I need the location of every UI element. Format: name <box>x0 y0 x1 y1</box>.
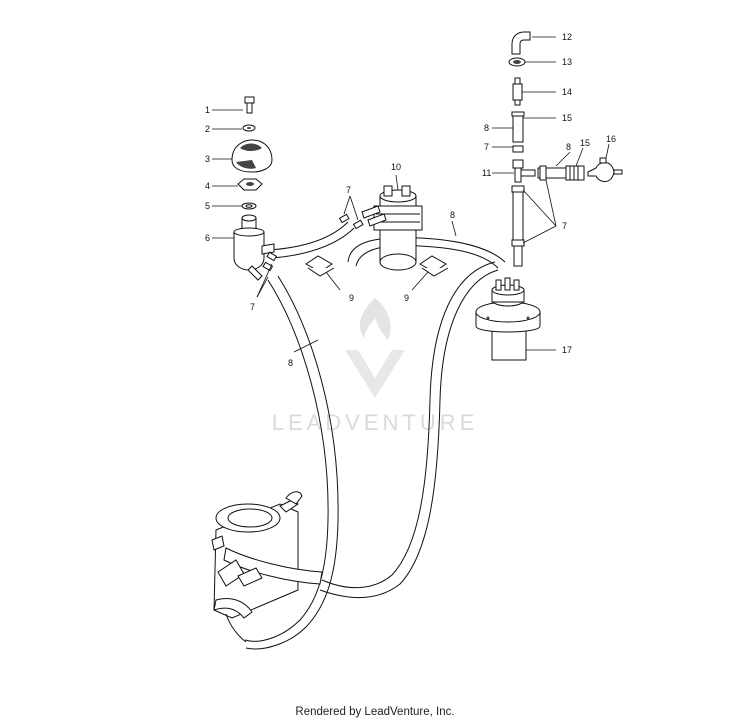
callout-4: 4 <box>205 181 210 191</box>
callout-12: 12 <box>562 32 572 42</box>
callout-13: 13 <box>562 57 572 67</box>
part-15-fitting-side <box>565 165 585 181</box>
callout-6: 6 <box>205 233 210 243</box>
part-17-tank-pickup <box>475 277 541 361</box>
part-8-vent-hose-side <box>537 165 567 181</box>
part-6-fuel-pump <box>233 214 275 281</box>
callout-16: 16 <box>606 134 616 144</box>
part-8-vent-hose-upper <box>511 111 525 143</box>
part-5-washer <box>241 202 257 210</box>
watermark-flame-icon <box>359 298 391 340</box>
hose-long-right <box>319 261 499 598</box>
callout-10: 10 <box>391 162 401 172</box>
carburetor-assembly <box>211 491 323 643</box>
part-4-nut <box>237 178 263 191</box>
callout-8-long-hose: 8 <box>288 358 293 368</box>
part-12-elbow <box>511 31 531 55</box>
part-3-cover <box>231 139 273 173</box>
hose-pump-to-filter <box>267 221 355 259</box>
part-2-washer <box>242 124 256 132</box>
hose-filter-to-tank <box>347 237 506 269</box>
part-14-fitting <box>512 77 523 106</box>
callout-7-vent-upper: 7 <box>484 142 489 152</box>
part-1-bolt <box>244 96 255 114</box>
callout-8-vent-upper: 8 <box>484 123 489 133</box>
callout-14: 14 <box>562 87 572 97</box>
callout-11: 11 <box>482 168 491 178</box>
callout-3: 3 <box>205 154 210 164</box>
callout-8-vent-side: 8 <box>566 142 571 152</box>
watermark-v-icon <box>345 350 405 398</box>
callout-7-vent-right: 7 <box>562 221 567 231</box>
part-16-check-valve <box>587 157 623 182</box>
callout-9-left: 9 <box>349 293 354 303</box>
callout-9-right: 9 <box>404 293 409 303</box>
callout-leaders <box>212 36 610 353</box>
callout-8-filter-hose: 8 <box>450 210 455 220</box>
part-11-tee <box>512 159 536 183</box>
callout-5: 5 <box>205 201 210 211</box>
part-9-clip-right <box>419 255 449 277</box>
part-13-clamp <box>508 57 526 67</box>
leadventure-watermark: LEADVENTURE <box>272 298 479 435</box>
callout-2: 2 <box>205 124 210 134</box>
callout-17: 17 <box>562 345 572 355</box>
callout-15-vent: 15 <box>562 113 572 123</box>
callout-7-filter: 7 <box>346 185 351 195</box>
watermark-text: LEADVENTURE <box>272 410 479 435</box>
hose-long-left <box>244 275 339 650</box>
callout-1: 1 <box>205 105 210 115</box>
footer-credit: Rendered by LeadVenture, Inc. <box>295 706 455 718</box>
part-10-fuel-filter <box>361 185 423 271</box>
part-8-vent-hose-lower <box>511 185 525 267</box>
part-9-clip-left <box>305 255 335 277</box>
callout-15-side: 15 <box>580 138 590 148</box>
part-7-clamp-vent <box>512 145 524 153</box>
callout-7-pump: 7 <box>250 302 255 312</box>
callout-labels: 1 2 3 4 5 6 7 7 7 7 8 8 8 8 9 9 10 11 12… <box>205 32 616 368</box>
clamps-part-7-left <box>262 213 364 272</box>
